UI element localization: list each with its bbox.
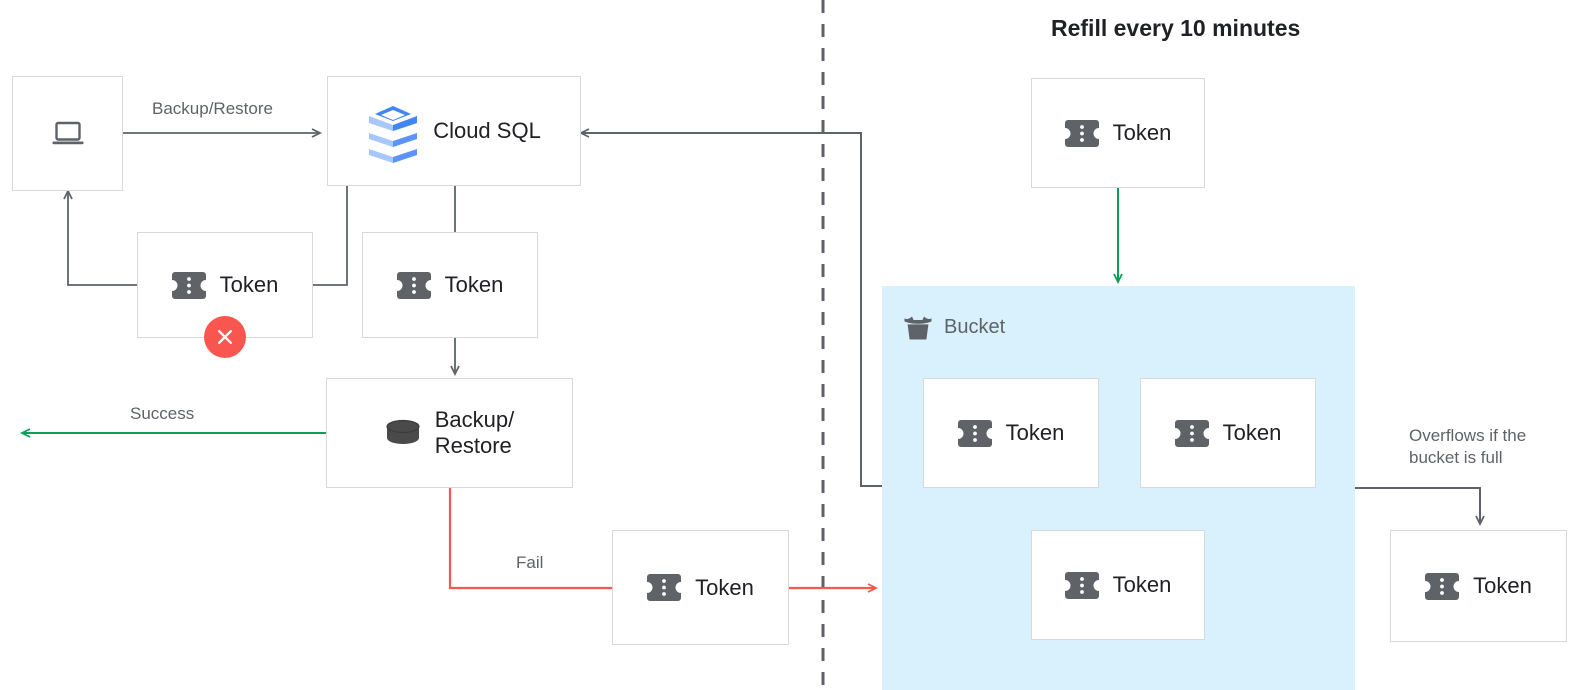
token-icon: [1425, 572, 1460, 600]
edge-cloudsql-to-token-rejected: [313, 186, 348, 286]
page-title: Refill every 10 minutes: [1051, 15, 1301, 41]
edge-bucket-overflow: [1355, 487, 1485, 527]
token-label: Token: [219, 272, 279, 297]
token-bucket-3-node[interactable]: Token: [1031, 530, 1205, 640]
bucket-label: Bucket: [944, 315, 1006, 338]
cloud-sql-label: Cloud SQL: [433, 118, 541, 144]
database-icon: [385, 418, 421, 448]
edge-label-success: Success: [130, 404, 195, 423]
token-bucket-1-node[interactable]: Token: [923, 378, 1099, 488]
bucket-header: Bucket: [903, 313, 1005, 341]
token-failed-node[interactable]: Token: [612, 530, 789, 645]
token-refill-node[interactable]: Token: [1031, 78, 1205, 188]
cloud-sql-icon: [367, 101, 419, 163]
token-label: Token: [1005, 420, 1065, 445]
token-bucket-2-node[interactable]: Token: [1140, 378, 1316, 488]
token-consumed-node[interactable]: Token: [362, 232, 538, 338]
token-icon: [1174, 419, 1209, 447]
client-node[interactable]: [12, 76, 123, 191]
laptop-icon: [51, 120, 85, 148]
token-icon: [396, 271, 431, 299]
token-label: Token: [695, 574, 754, 600]
bucket-icon: [903, 313, 933, 341]
token-label: Token: [1222, 420, 1282, 445]
token-icon: [647, 574, 682, 601]
token-overflow-node[interactable]: Token: [1390, 530, 1567, 642]
edge-label-backup-restore: Backup/Restore: [152, 99, 273, 118]
token-label: Token: [444, 272, 504, 297]
token-icon: [1064, 571, 1099, 599]
error-x-icon: [204, 316, 246, 358]
edge-bucket-to-cloudsql: [578, 128, 882, 487]
backup-restore-node[interactable]: Backup/ Restore: [326, 378, 573, 488]
token-icon: [1064, 119, 1099, 147]
token-icon: [171, 271, 206, 299]
token-label: Token: [1112, 572, 1172, 597]
cloud-sql-node[interactable]: Cloud SQL: [327, 76, 581, 186]
token-label: Token: [1112, 120, 1172, 145]
token-label: Token: [1473, 573, 1532, 598]
backup-restore-label: Backup/ Restore: [434, 407, 515, 458]
edge-label-overflow: Overflows if the bucket is full: [1409, 426, 1527, 468]
edge-token-rejected-to-client: [63, 188, 137, 286]
token-icon: [957, 419, 992, 447]
edge-label-fail: Fail: [516, 553, 544, 572]
